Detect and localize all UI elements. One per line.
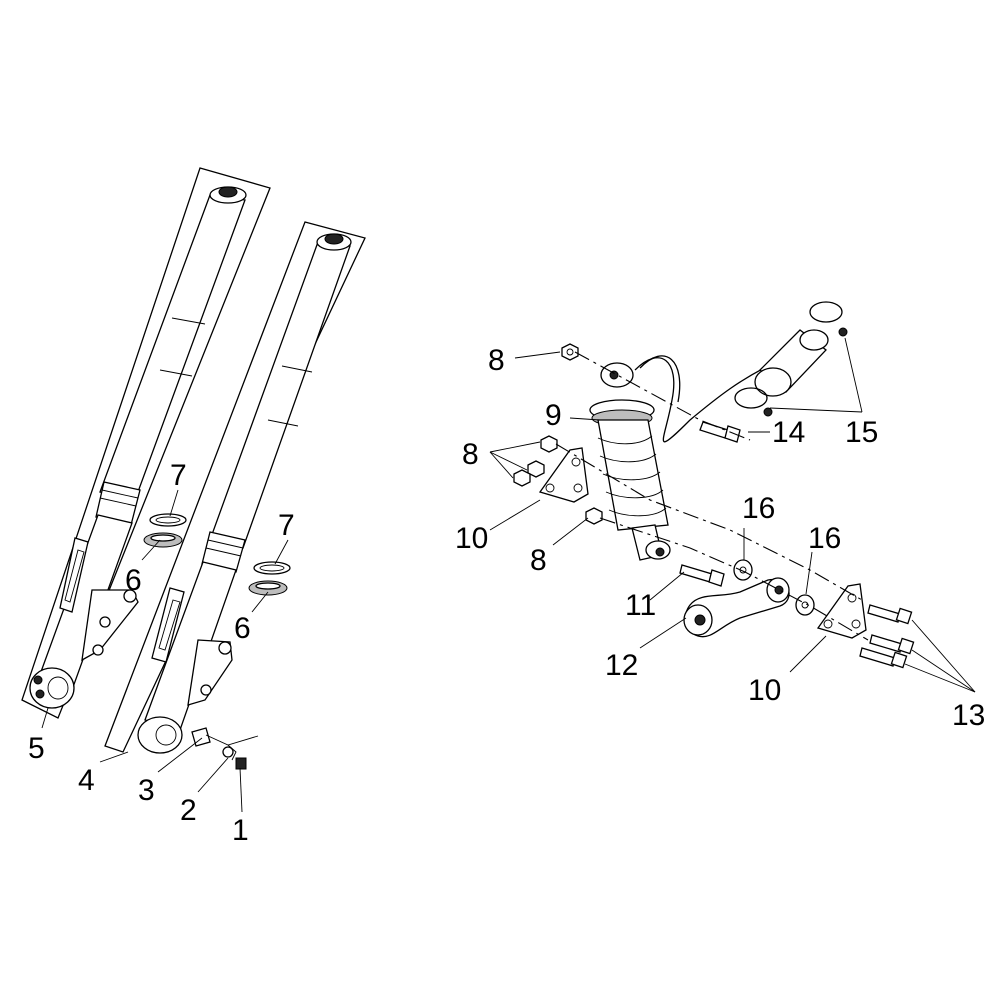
rear-shock bbox=[589, 355, 771, 561]
callout-8-group: 8 bbox=[462, 438, 479, 471]
leader-lines bbox=[41, 337, 976, 813]
bolt-11 bbox=[679, 564, 725, 587]
callout-10-right: 10 bbox=[748, 674, 781, 707]
shock-reservoir bbox=[734, 301, 848, 417]
fork-leg-left bbox=[21, 167, 271, 719]
dogbone-link-12 bbox=[683, 577, 790, 638]
callout-5: 5 bbox=[28, 732, 45, 765]
callout-10-left: 10 bbox=[455, 522, 488, 555]
callout-4: 4 bbox=[78, 764, 95, 797]
bolt-14 bbox=[699, 421, 741, 443]
callouts: 1 2 3 4 5 6 6 7 7 8 8 8 9 10 10 11 12 13… bbox=[28, 344, 985, 847]
callout-6-left: 6 bbox=[125, 564, 142, 597]
callout-14: 14 bbox=[772, 416, 805, 449]
mount-plate-left bbox=[538, 447, 589, 503]
callout-15: 15 bbox=[845, 416, 878, 449]
callout-13: 13 bbox=[952, 699, 985, 732]
callout-2: 2 bbox=[180, 794, 197, 827]
callout-16-left: 16 bbox=[742, 492, 775, 525]
callout-7-right: 7 bbox=[278, 509, 295, 542]
callout-1: 1 bbox=[232, 814, 249, 847]
callout-16-right: 16 bbox=[808, 522, 841, 555]
nuts-8 bbox=[513, 343, 603, 525]
axle-hardware bbox=[191, 727, 259, 770]
callout-3: 3 bbox=[138, 774, 155, 807]
callout-9: 9 bbox=[545, 399, 562, 432]
callout-7-left: 7 bbox=[170, 459, 187, 492]
fork-seals bbox=[143, 513, 291, 596]
callout-12: 12 bbox=[605, 649, 638, 682]
callout-6-right: 6 bbox=[234, 612, 251, 645]
fork-leg-right bbox=[104, 221, 366, 754]
callout-8-lower: 8 bbox=[530, 544, 547, 577]
mount-plate-right bbox=[816, 583, 867, 639]
bolts-13 bbox=[859, 604, 915, 669]
callout-8-top: 8 bbox=[488, 344, 505, 377]
assembly-center-lines bbox=[555, 351, 869, 641]
callout-11: 11 bbox=[625, 589, 656, 622]
washers-16 bbox=[733, 559, 815, 616]
